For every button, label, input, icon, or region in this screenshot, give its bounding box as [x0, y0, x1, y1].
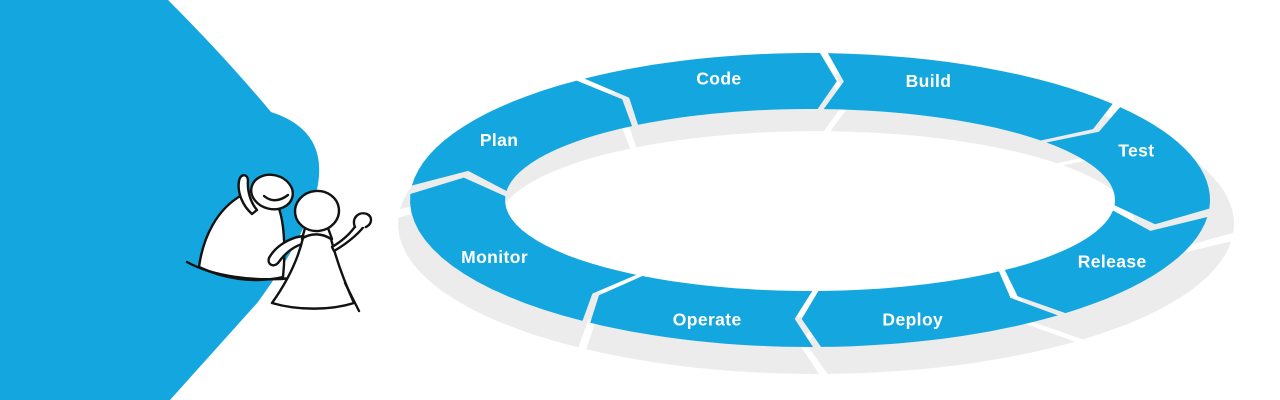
cycle-arrow-ring — [410, 53, 1210, 347]
person-front-neck-right — [326, 226, 334, 241]
person-front-hem-overshoot — [343, 281, 361, 313]
stage-label-deploy: Deploy — [882, 310, 943, 330]
stage-label-test: Test — [1118, 141, 1154, 161]
person-front-hand — [352, 212, 373, 229]
person-back-hem-line — [185, 260, 295, 281]
segment-test — [1046, 107, 1210, 225]
person-back-smile — [262, 193, 290, 202]
segment-deploy — [801, 271, 1058, 347]
stage-label-plan: Plan — [480, 130, 519, 150]
person-back-arm — [237, 174, 259, 216]
stage-label-release: Release — [1078, 251, 1147, 271]
segment-build — [823, 53, 1113, 141]
segment-operate — [590, 276, 813, 347]
person-front-arm-left — [267, 234, 307, 267]
person-front-neck-left — [300, 226, 307, 241]
segment-release — [1004, 210, 1208, 314]
segment-monitor — [410, 177, 637, 321]
person-front-head — [293, 189, 341, 233]
stage-label-monitor: Monitor — [461, 247, 528, 267]
stage-label-code: Code — [696, 68, 741, 88]
stage-label-build: Build — [906, 71, 952, 91]
people-illustration — [185, 173, 373, 313]
banner-shape — [0, 0, 320, 400]
segment-code — [584, 53, 837, 125]
stage-label-operate: Operate — [673, 310, 742, 330]
segment-plan — [411, 80, 633, 191]
person-back-head — [250, 173, 294, 211]
